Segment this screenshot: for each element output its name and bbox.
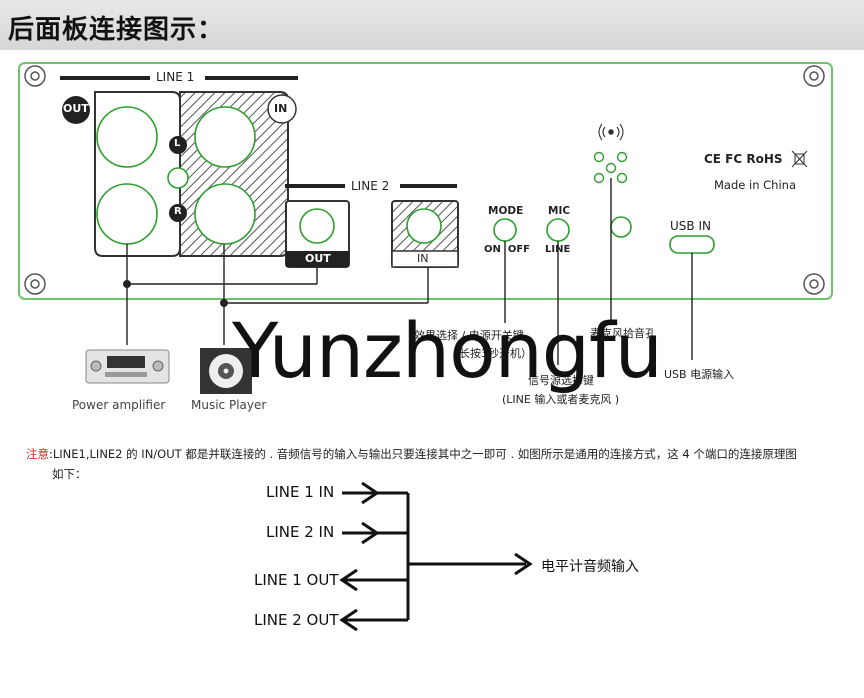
right-badge: R — [174, 206, 182, 217]
on-off-label: ON OFF — [484, 244, 530, 255]
line1-label: LINE 1 — [156, 70, 195, 84]
line2-in-jack — [406, 208, 442, 244]
line1-out-left-jack — [96, 106, 158, 168]
note-text-2: 如下： — [52, 467, 87, 481]
usb-label: USB IN — [670, 219, 711, 233]
rear-panel-diagram — [18, 62, 833, 394]
flow-input-line1: LINE 1 IN — [266, 483, 335, 501]
line1-in-left-jack — [194, 106, 256, 168]
power-amplifier-label: Power amplifier — [72, 398, 166, 412]
flow-target: 电平计音频输入 — [541, 559, 639, 575]
line2-in-label: IN — [417, 252, 429, 265]
mic-pickup-callout: 麦克风拾音孔 — [590, 327, 656, 340]
power-amplifier-icon — [85, 349, 170, 384]
watermark: Yunzhongfu — [232, 306, 663, 395]
line2-out-label: OUT — [305, 252, 331, 265]
mode-label: MODE — [488, 205, 524, 217]
note-text: 注意:LINE1,LINE2 的 IN/OUT 都是并联连接的 . 音频信号的输… — [26, 445, 846, 464]
line2-out-jack — [299, 208, 335, 244]
out-badge: OUT — [63, 102, 89, 115]
made-in-label: Made in China — [714, 178, 796, 192]
connection-flow-diagram — [339, 481, 533, 632]
left-badge: L — [174, 138, 181, 149]
power-switch-note: （长按3秒开机） — [448, 347, 532, 360]
flow-output-line2: LINE 2 OUT — [254, 611, 339, 629]
flow-output-line1: LINE 1 OUT — [254, 571, 339, 589]
signal-select-callout: 信号源选择键 — [528, 374, 594, 387]
usb-power-callout: USB 电源输入 — [664, 368, 735, 381]
music-player-label: Music Player — [191, 398, 267, 412]
signal-select-note: (LINE 输入或者麦克风 ) — [502, 393, 620, 406]
page-title: 后面板连接图示： — [8, 15, 225, 45]
in-badge: IN — [274, 102, 288, 115]
music-player-icon — [200, 348, 252, 394]
line1-in-right-jack — [194, 183, 256, 245]
usb-port — [669, 235, 715, 254]
mic-line-button — [546, 218, 570, 242]
mic-pickup-holes — [593, 151, 628, 184]
note-body: :LINE1,LINE2 的 IN/OUT 都是并联连接的 . 音频信号的输入与… — [49, 447, 797, 461]
header-band: 后面板连接图示： — [0, 0, 864, 50]
mode-button — [493, 218, 517, 242]
line-label: LINE — [545, 244, 571, 255]
note-label: 注意 — [26, 447, 49, 461]
certifications: CE FC RoHS — [704, 152, 783, 166]
power-switch-callout: 效果选择 / 电源开关键 — [414, 329, 524, 342]
flow-input-line2: LINE 2 IN — [266, 523, 335, 541]
mic-label: MIC — [548, 205, 571, 217]
wireless-icon — [598, 123, 624, 141]
line2-label: LINE 2 — [351, 179, 390, 193]
line1-out-right-jack — [96, 183, 158, 245]
weee-icon — [791, 150, 808, 168]
screw-icon — [24, 65, 825, 295]
